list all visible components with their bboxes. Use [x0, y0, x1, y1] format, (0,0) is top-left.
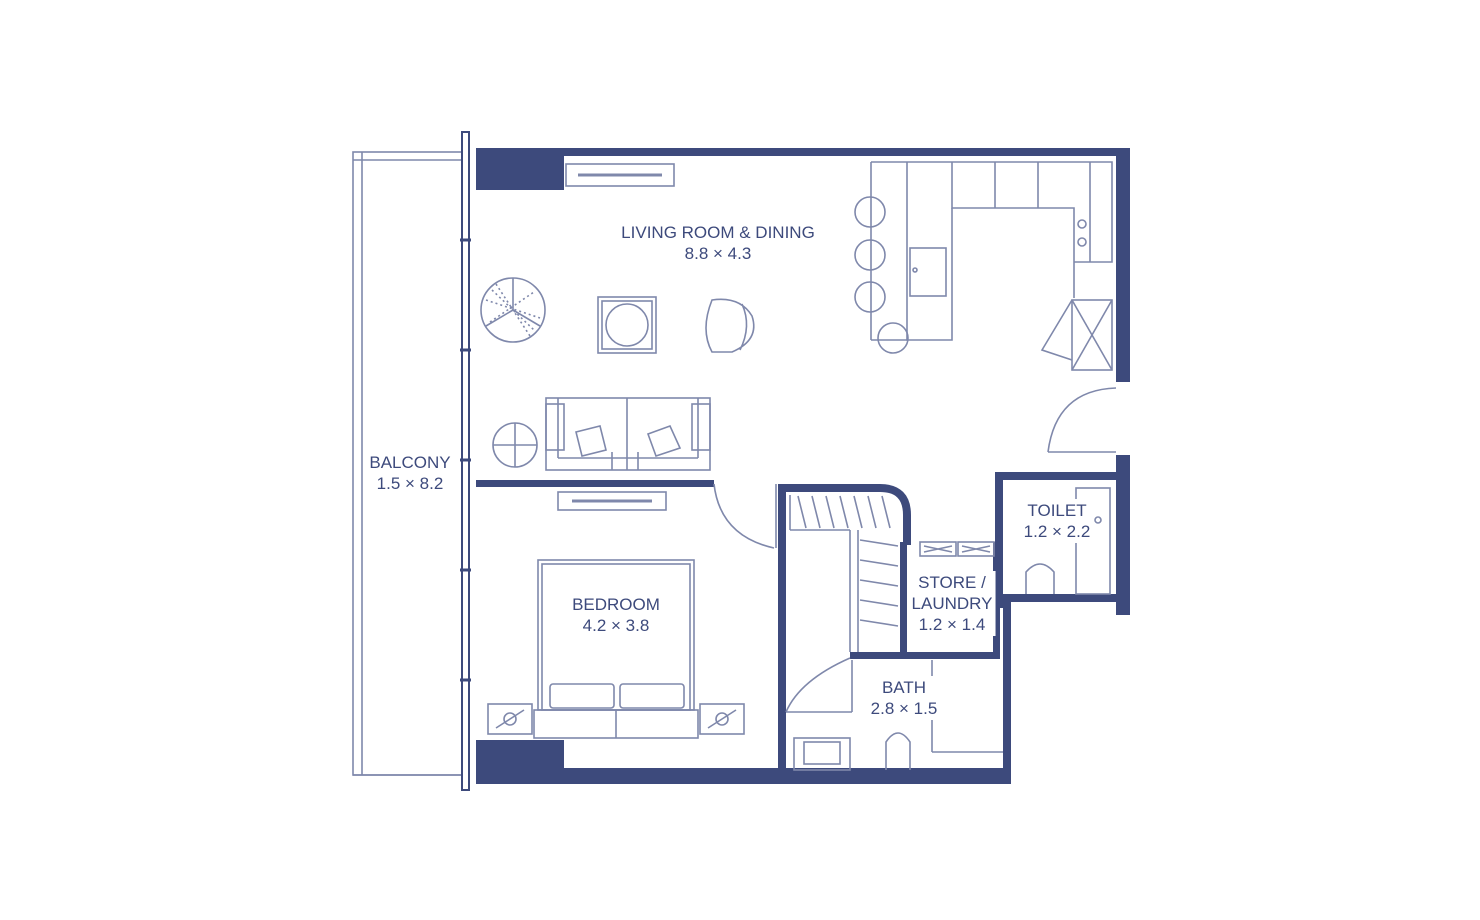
window-glazing [460, 131, 471, 791]
wardrobe [789, 495, 899, 652]
bath-size: 2.8 × 1.5 [870, 699, 938, 718]
toilet-size: 1.2 × 2.2 [1023, 522, 1091, 541]
tv-unit-living [565, 163, 675, 187]
store-size: 1.2 × 1.4 [918, 615, 986, 634]
store-name-line2: LAUNDRY [911, 594, 993, 613]
walls [476, 148, 1130, 784]
nightstand-right [699, 703, 745, 735]
round-rug [480, 277, 546, 343]
laundry-appliances [919, 541, 995, 557]
bedroom-label: BEDROOM 4.2 × 3.8 [572, 594, 660, 636]
sofa [545, 397, 711, 471]
toilet-label: TOILET 1.2 × 2.2 [1020, 499, 1094, 543]
store-name-line1: STORE / [918, 573, 986, 592]
store-laundry-label: STORE / LAUNDRY 1.2 × 1.4 [908, 571, 996, 636]
corridor-curved-wall [782, 484, 911, 545]
bath-door [785, 657, 852, 713]
bar-stools [854, 196, 909, 354]
bath-name: BATH [881, 678, 927, 697]
coffee-table [597, 296, 657, 354]
bedroom-name: BEDROOM [572, 595, 660, 614]
balcony-name: BALCONY [369, 453, 451, 472]
balcony-size: 1.5 × 8.2 [376, 474, 444, 493]
toilet-name: TOILET [1027, 501, 1087, 520]
entry-door [1047, 387, 1117, 453]
accent-chair [705, 298, 755, 353]
nightstand-left [487, 703, 533, 735]
bed [533, 559, 699, 739]
bedroom-door [713, 483, 777, 549]
kitchen-counter [870, 161, 1113, 371]
bedroom-tv-unit [557, 491, 667, 511]
side-table [492, 422, 538, 468]
bath-label: BATH 2.8 × 1.5 [867, 676, 941, 720]
living-room-label: LIVING ROOM & DINING 8.8 × 4.3 [621, 222, 815, 264]
balcony-label: BALCONY 1.5 × 8.2 [369, 452, 450, 494]
bath-fixtures [793, 660, 1003, 771]
living-room-size: 8.8 × 4.3 [684, 244, 752, 263]
living-room-name: LIVING ROOM & DINING [621, 223, 815, 242]
bedroom-size: 4.2 × 3.8 [582, 616, 650, 635]
